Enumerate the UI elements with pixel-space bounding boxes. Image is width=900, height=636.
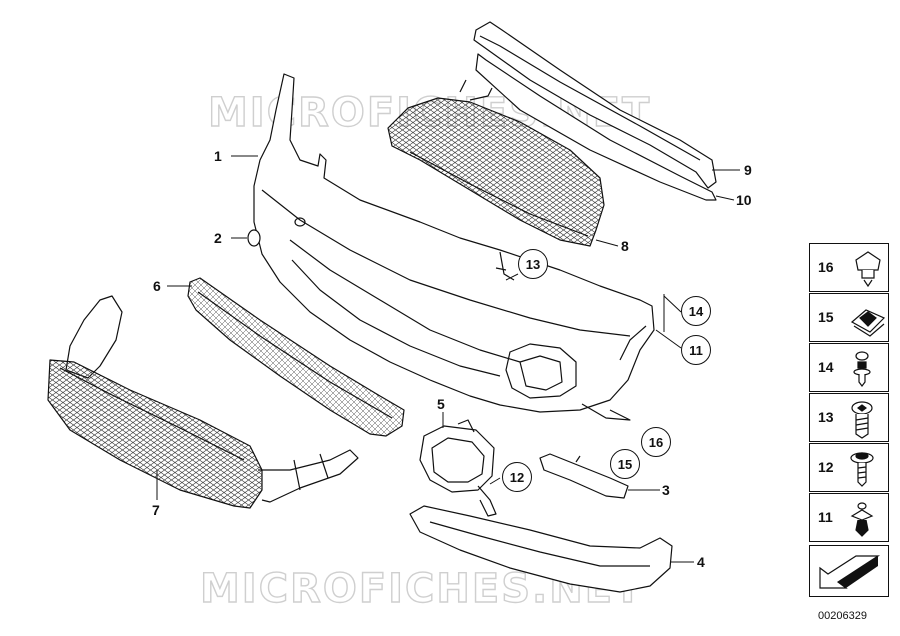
part-6-lower-grille <box>187 277 405 437</box>
callout-1: 1 <box>214 148 222 164</box>
diagram-number: 00206329 <box>818 610 867 622</box>
legend-row-16: 16 <box>809 243 889 292</box>
callout-15-circled: 15 <box>610 449 640 479</box>
expansion-rivet-icon <box>850 502 874 537</box>
callout-9: 9 <box>744 162 752 178</box>
legend-row-11: 11 <box>809 493 889 542</box>
legend-number: 11 <box>818 509 833 525</box>
legend-arrow-box <box>809 545 889 597</box>
screw-with-washer-icon <box>853 351 871 387</box>
callout-3: 3 <box>662 482 670 498</box>
callout-4: 4 <box>697 554 705 570</box>
part-7-air-duct <box>47 295 359 509</box>
direction-arrow-icon <box>819 555 881 589</box>
callout-5: 5 <box>437 396 445 412</box>
part-5-fog-bracket <box>419 419 497 517</box>
callout-6: 6 <box>153 278 161 294</box>
legend-number: 16 <box>818 259 834 275</box>
part-2-cap <box>247 229 261 247</box>
callout-8: 8 <box>621 238 629 254</box>
part-9-trim-strip <box>473 21 717 189</box>
spring-nut-icon <box>850 309 886 337</box>
callout-16-circled: 16 <box>641 427 671 457</box>
callout-14-circled: 14 <box>681 296 711 326</box>
legend-number: 15 <box>818 309 834 325</box>
part-10-trim-strip <box>475 53 717 201</box>
legend-number: 12 <box>818 459 834 475</box>
legend-row-14: 14 <box>809 343 889 392</box>
callout-12-circled: 12 <box>502 462 532 492</box>
part-4-lower-spoiler <box>409 505 673 593</box>
clip-nut-icon <box>855 251 881 288</box>
part-3-trim-piece <box>539 453 629 499</box>
legend-row-13: 13 <box>809 393 889 442</box>
callout-2: 2 <box>214 230 222 246</box>
callout-11-circled: 11 <box>681 335 711 365</box>
callout-7: 7 <box>152 502 160 518</box>
torx-bolt-icon <box>851 401 873 439</box>
part-8-upper-grille <box>387 79 605 247</box>
legend-number: 14 <box>818 359 834 375</box>
part-1-bumper-cover <box>253 73 655 421</box>
legend-row-12: 12 <box>809 443 889 492</box>
legend-number: 13 <box>818 409 834 425</box>
callout-13-circled: 13 <box>518 249 548 279</box>
legend-row-15: 15 <box>809 293 889 342</box>
callout-10: 10 <box>736 192 752 208</box>
collar-screw-icon <box>850 452 874 487</box>
